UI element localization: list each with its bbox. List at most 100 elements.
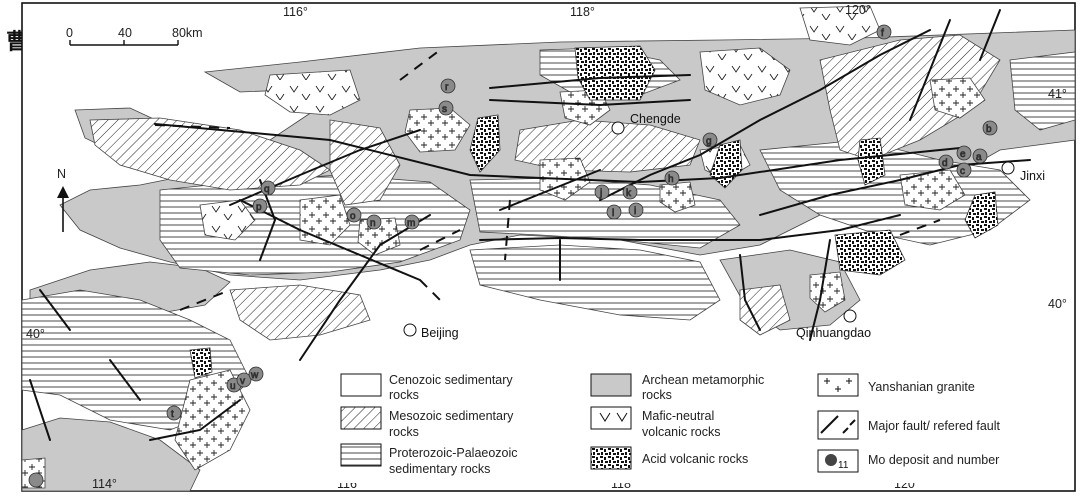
mesozoic-west [89,117,331,191]
svg-text:Acid volcanic rocks: Acid volcanic rocks [642,452,748,466]
deposit-c: c [956,162,972,178]
svg-text:Proterozoic-Palaeozoic: Proterozoic-Palaeozoic [389,446,518,460]
deposit-o: o [346,207,362,223]
svg-text:11: 11 [838,460,849,471]
deposit-k: k [622,184,638,200]
legend-cenozoic: Cenozoic sedimentary rocks [340,373,513,402]
legend-granite: Yanshanian granite [817,373,975,397]
city-jinxi: Jinxi [1001,161,1045,183]
deposit-v: v [236,372,252,388]
deposit-d: d [938,154,954,170]
north-arrow-icon: N [57,167,69,232]
coord-lat-left-40: 40° [26,327,45,341]
deposit-p: p [252,198,268,214]
city-label-chengde: Chengde [630,112,681,126]
svg-text:d: d [942,158,948,169]
svg-text:rocks: rocks [389,388,419,402]
svg-text:v: v [240,376,245,387]
deposit-g: g [702,132,718,148]
scale-bar: 0 40 80km [66,26,203,46]
legend-proterozoic: Proterozoic-Palaeozoic sedimentary rocks [340,443,518,476]
svg-text:Archean metamorphic: Archean metamorphic [642,373,764,387]
deposit-n: n [366,214,382,230]
svg-text:r: r [445,82,449,93]
deposit-q: q [260,180,276,196]
acid-volcanic-south [834,229,906,276]
deposit-b: b [982,120,998,136]
deposit-r: r [440,78,456,94]
legend-fault: Major fault/ refered fault [817,410,1001,440]
deposit-j: j [594,184,610,200]
legend: Cenozoic sedimentary rocks Mesozoic sedi… [335,370,1055,483]
deposit-l: l [606,204,622,220]
svg-text:j: j [599,188,602,199]
deposit-m: m [404,214,420,230]
legend-archean: Archean metamorphic rocks [590,373,764,402]
deposit-t: t [166,405,182,421]
city-qinhuangdao: Qinhuangdao [796,309,871,340]
coord-lat-right-41: 41° [1048,87,1067,101]
deposit-h: h [664,170,680,186]
svg-text:w: w [250,370,259,381]
svg-text:sedimentary rocks: sedimentary rocks [389,462,490,476]
svg-text:p: p [256,202,262,213]
scale-tick-80: 80km [172,26,203,40]
deposit-f: f [876,24,892,40]
svg-text:e: e [960,149,966,160]
city-beijing: Beijing [403,323,459,340]
city-chengde: Chengde [611,112,681,135]
legend-mafic: Mafic-neutral volcanic rocks [590,406,721,439]
coord-bottom-114: 114° [92,477,117,491]
coord-top-120: 120° [845,3,871,17]
svg-text:Cenozoic sedimentary: Cenozoic sedimentary [389,373,513,387]
deposit-a: a [972,148,988,164]
legend-acid: Acid volcanic rocks [590,446,748,470]
svg-text:Mafic-neutral: Mafic-neutral [642,409,714,423]
svg-text:volcanic rocks: volcanic rocks [642,425,721,439]
svg-text:a: a [976,152,982,163]
deposit-unlabeled [28,472,44,488]
deposit-i: i [628,202,644,218]
legend-mo-deposit: 11 Mo deposit and number [817,449,999,473]
north-label: N [57,167,66,181]
legend-mesozoic: Mesozoic sedimentary rocks [340,406,514,439]
svg-text:u: u [230,381,236,392]
svg-text:o: o [350,211,356,222]
svg-text:g: g [706,136,712,147]
svg-text:m: m [407,218,415,229]
mafic-volcanic-central [699,47,791,106]
svg-text:Major fault/ refered fault: Major fault/ refered fault [868,419,1001,433]
svg-text:k: k [626,188,632,199]
mo-deposits: a b c d e f g h i j k l m n o p q r s t … [28,24,998,488]
svg-text:b: b [986,124,992,135]
svg-text:t: t [171,409,174,420]
svg-text:i: i [634,206,636,217]
mafic-volcanic-west [264,69,361,116]
city-label-beijing: Beijing [421,326,459,340]
scale-tick-0: 0 [66,26,73,40]
svg-text:Mesozoic sedimentary: Mesozoic sedimentary [389,409,514,423]
svg-text:rocks: rocks [642,388,672,402]
svg-text:s: s [442,104,447,115]
coord-lat-right-40: 40° [1048,297,1067,311]
coord-top-116: 116° [283,5,308,19]
city-label-qinhuangdao: Qinhuangdao [796,326,871,340]
coord-top-118: 118° [570,5,595,19]
city-label-jinxi: Jinxi [1020,169,1045,183]
deposit-w: w [248,366,264,382]
svg-text:f: f [881,28,884,39]
deposit-s: s [438,100,454,116]
svg-text:Yanshanian granite: Yanshanian granite [868,380,975,394]
inferred-faults [154,49,941,311]
svg-text:Mo deposit and number: Mo deposit and number [868,453,999,467]
svg-text:q: q [264,184,270,195]
svg-text:n: n [370,218,376,229]
acid-volcanic-north [574,45,656,101]
svg-text:l: l [612,208,614,219]
scale-tick-40: 40 [118,26,132,40]
svg-text:c: c [960,166,965,177]
svg-text:rocks: rocks [389,425,419,439]
deposit-e: e [956,145,972,161]
mafic-volcanic-north [799,5,881,46]
